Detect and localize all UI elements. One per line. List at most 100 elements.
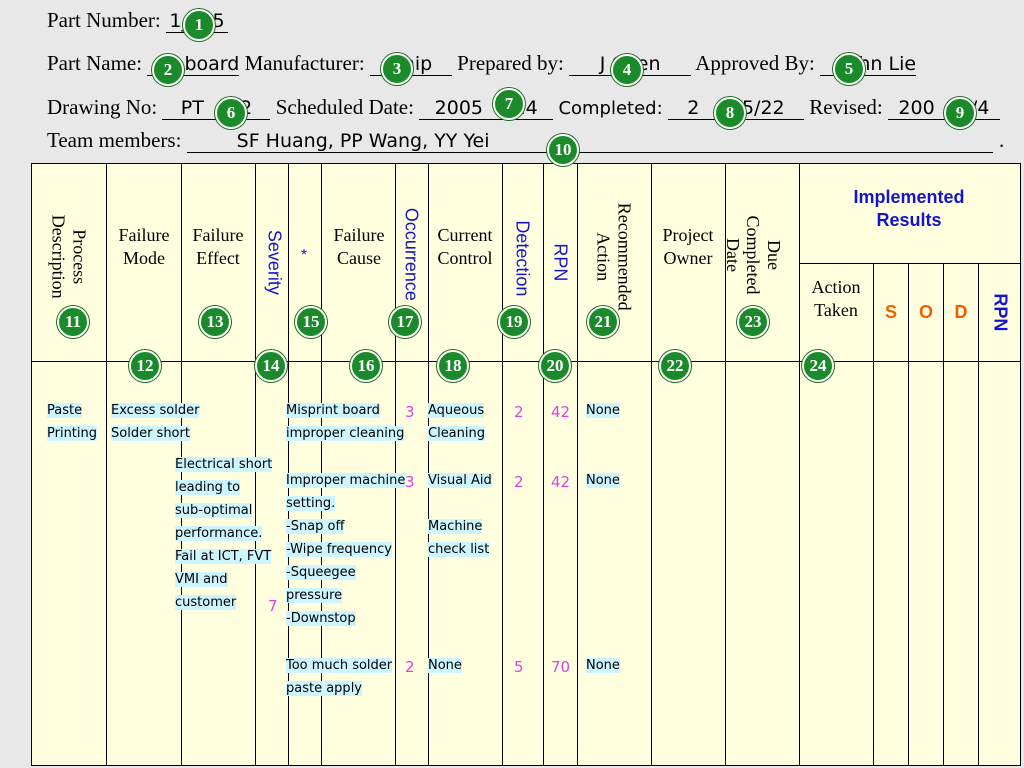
team-line: Team members: SF Huang, PP Wang, YY Yei … (47, 128, 1004, 153)
list-item: -Wipe frequency (286, 542, 392, 557)
col-implemented-results: Implemented Results (853, 187, 965, 231)
badge-5[interactable]: 5 (833, 53, 865, 85)
badge-19[interactable]: 19 (498, 306, 530, 338)
list-item: None (586, 473, 620, 488)
approved-by-label: Approved By: (695, 51, 815, 75)
col-o: O (918, 302, 933, 322)
list-item: Excess solder (111, 403, 200, 418)
badge-14[interactable]: 14 (255, 350, 287, 382)
badge-9[interactable]: 9 (944, 97, 976, 129)
badge-22[interactable]: 22 (659, 350, 691, 382)
completed-label: Completed: (558, 98, 663, 119)
recommended-cell: None (586, 469, 620, 492)
part-number-label: Part Number: (47, 8, 161, 32)
list-item: pressure (286, 588, 343, 603)
badge-12[interactable]: 12 (129, 350, 161, 382)
cause-cell-1: Misprint board improper cleaning (286, 399, 405, 445)
detection-value: 2 (514, 403, 524, 421)
list-item: leading to (175, 480, 241, 495)
col-due-completed-date: Due Completed Date (722, 215, 785, 295)
badge-6[interactable]: 6 (215, 97, 247, 129)
badge-13[interactable]: 13 (199, 306, 231, 338)
badge-7[interactable]: 7 (493, 88, 525, 120)
badge-11[interactable]: 11 (57, 306, 89, 338)
list-item: Paste (47, 403, 83, 418)
badge-23[interactable]: 23 (737, 306, 769, 338)
prepared-by-label: Prepared by: (457, 51, 564, 75)
col-failure-cause: Failure Cause (333, 225, 385, 269)
badge-10[interactable]: 10 (547, 134, 579, 166)
list-item: setting. (286, 496, 336, 511)
recommended-cell: None (586, 399, 620, 422)
detection-value: 2 (514, 473, 524, 491)
col-action-taken: Action Taken (811, 277, 861, 321)
list-item: Too much solder (286, 658, 393, 673)
part-name-value: board (147, 53, 240, 76)
list-item: performance. (175, 526, 263, 541)
badge-24[interactable]: 24 (802, 350, 834, 382)
part-name-label: Part Name: (47, 51, 143, 75)
col-severity: Severity (264, 229, 285, 295)
badge-3[interactable]: 3 (381, 53, 413, 85)
team-end: . (999, 128, 1005, 152)
badge-1[interactable]: 1 (183, 9, 215, 41)
rpn-value: 42 (551, 403, 571, 421)
scheduled-date-label: Scheduled Date: (275, 95, 414, 119)
col-rpn-result: RPN (990, 293, 1011, 332)
list-item: paste apply (286, 681, 362, 696)
list-item: Electrical short (175, 457, 273, 472)
team-label: Team members: (47, 128, 182, 152)
list-item: VMI and (175, 572, 228, 587)
list-item: check list (428, 542, 490, 557)
badge-2[interactable]: 2 (152, 54, 184, 86)
fmea-table: Process Description Failure Mode Failure… (31, 163, 1021, 766)
list-item: Visual Aid (428, 473, 492, 488)
list-item: improper cleaning (286, 426, 405, 441)
list-item: Fail at ICT, FVT (175, 549, 272, 564)
col-star: * (300, 247, 308, 264)
col-rpn: RPN (550, 243, 571, 282)
occurrence-value: 3 (405, 473, 415, 491)
control-cell-3: None (428, 654, 462, 677)
col-current-control: Current Control (437, 225, 493, 269)
badge-21[interactable]: 21 (587, 306, 619, 338)
list-item: Misprint board (286, 403, 380, 418)
badge-18[interactable]: 18 (437, 350, 469, 382)
manufacturer-label: Manufacturer: (244, 51, 365, 75)
list-item: None (428, 658, 462, 673)
list-item: Cleaning (428, 426, 485, 441)
col-d: D (954, 302, 968, 322)
badge-8[interactable]: 8 (714, 97, 746, 129)
list-item: sub-optimal (175, 503, 253, 518)
cause-cell-2: Improper machine setting. -Snap off -Wip… (286, 469, 406, 630)
scheduled-date-value: 2005 /14 (419, 97, 554, 120)
list-item: customer (175, 595, 237, 610)
list-item: None (586, 403, 620, 418)
badge-15[interactable]: 15 (295, 306, 327, 338)
col-project-owner: Project Owner (662, 225, 714, 269)
badge-4[interactable]: 4 (611, 54, 643, 86)
approved-by-value: hn Lie (820, 53, 917, 76)
col-detection: Detection (512, 220, 533, 297)
occurrence-value: 3 (405, 403, 415, 421)
badge-20[interactable]: 20 (539, 350, 571, 382)
control-cell-2: Visual Aid Machine check list (428, 469, 492, 561)
list-item: Aqueous (428, 403, 485, 418)
list-item: -Snap off (286, 519, 345, 534)
rpn-value: 42 (551, 473, 571, 491)
drawing-no-label: Drawing No: (47, 95, 158, 119)
list-item: Solder short (111, 426, 190, 441)
col-failure-mode: Failure Mode (118, 225, 170, 269)
mode-cell: Excess solder Solder short (111, 399, 200, 445)
col-recommended-action: Recommended Action (594, 202, 635, 311)
detection-value: 5 (514, 658, 524, 676)
badge-16[interactable]: 16 (350, 350, 382, 382)
team-value: SF Huang, PP Wang, YY Yei (186, 130, 993, 153)
col-s: S (884, 302, 897, 322)
badge-17[interactable]: 17 (389, 306, 421, 338)
list-item: -Squeegee (286, 565, 356, 580)
rpn-value: 70 (551, 658, 571, 676)
occurrence-value: 2 (405, 658, 415, 676)
control-cell-1: Aqueous Cleaning (428, 399, 485, 445)
cause-cell-3: Too much solder paste apply (286, 654, 393, 700)
